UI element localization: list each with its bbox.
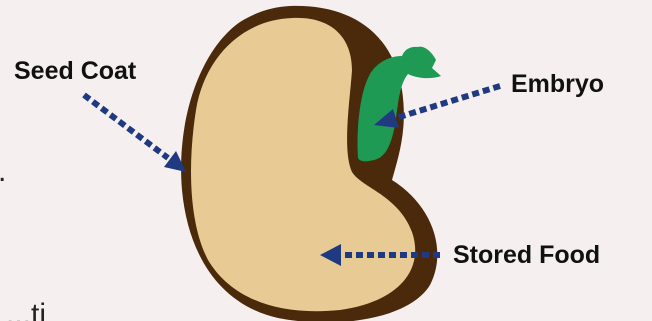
seed-coat-arrow-line [84, 95, 168, 158]
embryo-arrow-line [396, 86, 500, 118]
cropped-punctuation-fragment: . [0, 157, 6, 187]
embryo-label: Embryo [511, 72, 604, 97]
cropped-text-fragment: ...ti [6, 300, 46, 321]
seed-coat-label: Seed Coat [14, 59, 136, 84]
stored-food-label: Stored Food [453, 243, 600, 268]
